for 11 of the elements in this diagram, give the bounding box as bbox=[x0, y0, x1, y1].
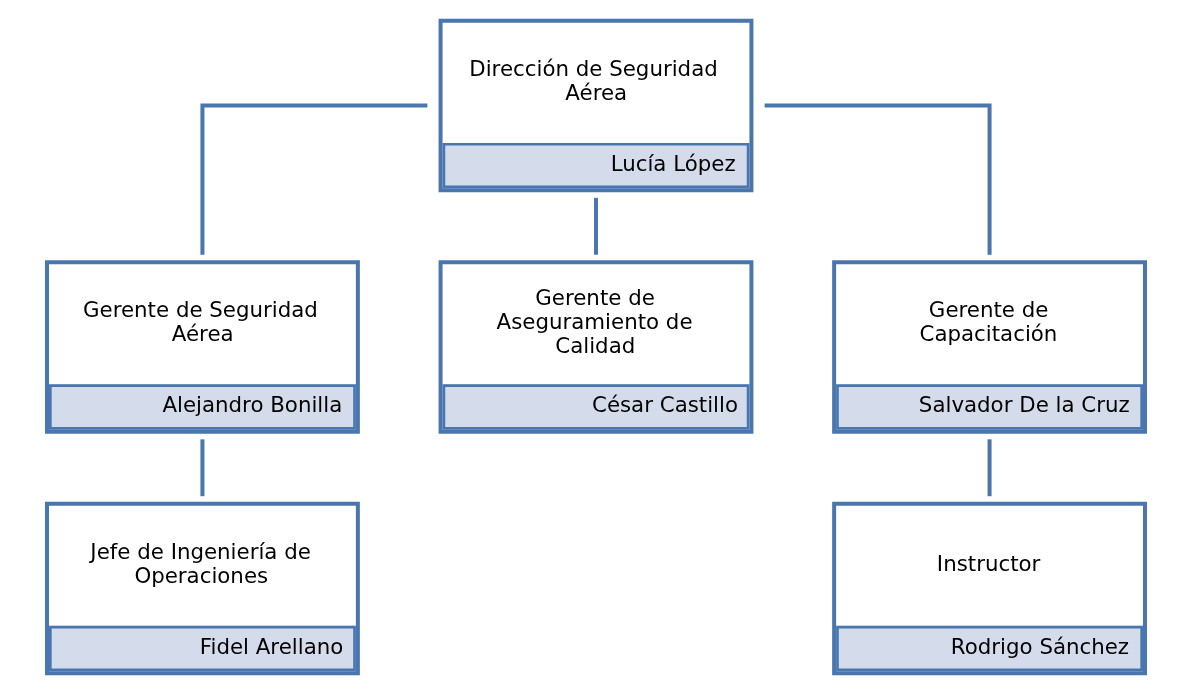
node-box: Instructor Rodrigo Sánchez bbox=[831, 501, 1147, 676]
connector bbox=[764, 103, 992, 255]
node-box: Gerente de Aseguramiento de Calidad César Castillo bbox=[438, 260, 753, 434]
node-box: Dirección de Seguridad Aérea Lucía López bbox=[438, 18, 753, 193]
connector bbox=[593, 197, 598, 255]
node-box: Gerente de Seguridad Aérea Alejandro Bonilla bbox=[44, 260, 360, 434]
node-box: Gerente de Capacitación Salvador De la Cruz bbox=[831, 260, 1147, 434]
connector bbox=[987, 439, 992, 497]
connector bbox=[199, 103, 427, 255]
connector bbox=[199, 439, 204, 497]
node-box: Jefe de Ingeniería de Operaciones Fidel Arellano bbox=[44, 501, 360, 676]
